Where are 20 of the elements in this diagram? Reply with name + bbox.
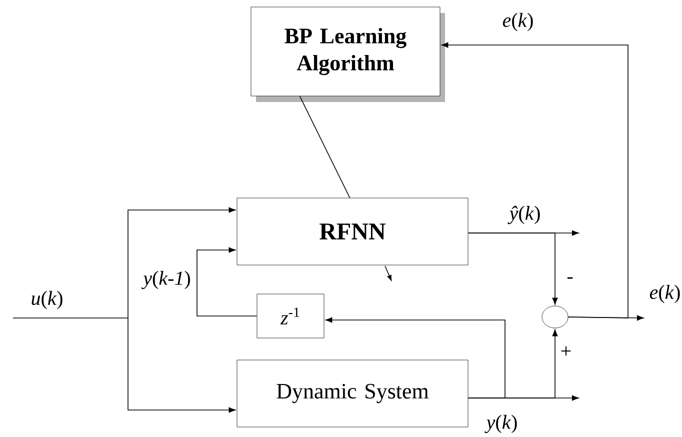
process-box: RFNN (236, 198, 468, 266)
signal-label: ŷ(k) (508, 206, 540, 224)
signal-label: y(k-1) (141, 270, 190, 290)
process-box: Dynamic System (236, 360, 468, 428)
signal-label: e(k) (502, 12, 533, 32)
delay-box: z$^{-1}$ (256, 294, 324, 338)
connector-line (299, 96, 350, 198)
signal-label: - (567, 277, 573, 279)
summing-junction (542, 306, 568, 328)
process-box: BP Learning Algorithm (250, 6, 445, 102)
signal-label: e(k) (650, 284, 680, 304)
signal-label: y(k) (484, 414, 517, 434)
arrow (12, 207, 236, 318)
arrow (128, 318, 236, 413)
arrow (325, 317, 506, 398)
arrow (441, 42, 628, 318)
arrow (468, 232, 558, 305)
arrow (196, 247, 258, 316)
signal-label: + (561, 346, 571, 356)
signal-label: u(k) (32, 290, 62, 310)
